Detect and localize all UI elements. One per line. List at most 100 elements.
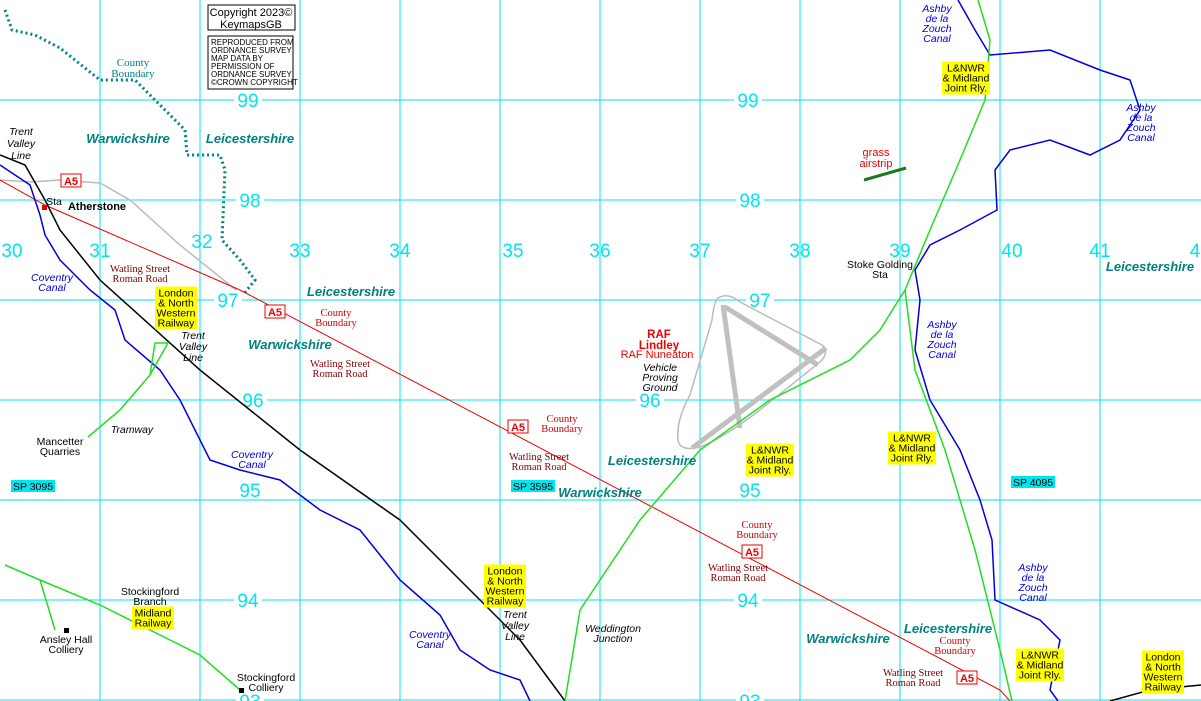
svg-text:SP 3595: SP 3595 xyxy=(513,481,553,493)
os-notice-line: ORDNANCE SURVEY xyxy=(211,70,292,79)
label-line: Canal xyxy=(1127,132,1155,144)
label-line: Stockingford xyxy=(237,672,296,684)
label-line: County xyxy=(742,520,774,531)
grid-reference: SP 4095 xyxy=(1011,476,1055,489)
northing-label: 93 xyxy=(739,692,760,701)
copyright-line: KeymapsGB xyxy=(220,19,282,31)
grid-reference: SP 3595 xyxy=(511,480,555,493)
label-line: Ashby xyxy=(926,319,957,331)
label-line: Watling Street xyxy=(509,452,569,463)
label-line: Ashby xyxy=(921,3,952,15)
label-line: Ansley Hall xyxy=(40,634,93,646)
label-line: L&NWR xyxy=(947,63,985,75)
county-label: Warwickshire xyxy=(86,131,170,146)
os-notice-box: REPRODUCED FROM ORDNANCE SURVEY MAP DATA… xyxy=(207,35,298,90)
easting-label: 37 xyxy=(689,241,710,262)
label-line: Canal xyxy=(923,33,951,45)
os-notice-line: PERMISSION OF xyxy=(211,62,275,71)
label-line: Coventry xyxy=(31,272,74,284)
easting-label: 33 xyxy=(289,241,310,262)
easting-label: 30 xyxy=(1,241,22,262)
label-line: Joint Rly. xyxy=(1019,670,1061,682)
svg-text:A5: A5 xyxy=(64,176,78,188)
easting-label: 4 xyxy=(1190,241,1201,262)
copyright-box: Copyright 2023© KeymapsGB xyxy=(207,4,296,31)
grass-airstrip xyxy=(863,166,907,182)
label-line: Warwickshire xyxy=(806,631,890,646)
easting-label: 34 xyxy=(389,241,411,262)
easting-label: 32 xyxy=(191,232,212,253)
label-line: Zouch xyxy=(926,339,956,351)
label-line: Branch xyxy=(133,596,166,608)
northing-label: 97 xyxy=(217,291,238,312)
label-line: Western xyxy=(486,586,525,598)
label-line: Atherstone xyxy=(68,201,126,213)
label-line: L&NWR xyxy=(1021,650,1059,662)
label-line: County xyxy=(321,308,353,319)
a5-road-shield: A5 xyxy=(507,419,529,434)
a5-road xyxy=(0,179,1011,701)
station-label: Sta xyxy=(46,196,62,208)
label-line: Canal xyxy=(928,349,956,361)
label-line: Watling Street xyxy=(708,563,768,574)
svg-text:SP 4095: SP 4095 xyxy=(1013,477,1053,489)
easting-label: 31 xyxy=(89,241,110,262)
county-label: Leicestershire xyxy=(206,131,294,146)
northing-label: 95 xyxy=(239,481,260,502)
northing-label: 98 xyxy=(239,191,260,212)
label-line: Leicestershire xyxy=(608,453,696,468)
label-line: Roman Road xyxy=(710,573,766,584)
a5-road-shield: A5 xyxy=(264,304,286,319)
label-line: airstrip xyxy=(859,158,892,170)
easting-label: 39 xyxy=(889,241,910,262)
label-line: Valley xyxy=(7,138,36,150)
label-line: Watling Street xyxy=(110,264,170,275)
label-line: Joint Rly. xyxy=(891,453,933,465)
label-line: Proving xyxy=(642,372,678,384)
label-line: Canal xyxy=(238,459,266,471)
label-line: Watling Street xyxy=(883,668,943,679)
svg-text:SP 3095: SP 3095 xyxy=(13,481,53,493)
county-label: Leicestershire xyxy=(1106,259,1194,274)
os-notice-line: ©CROWN COPYRIGHT xyxy=(211,78,298,87)
label-line: Quarries xyxy=(40,446,80,458)
label-line: Roman Road xyxy=(312,369,368,380)
northing-label: 99 xyxy=(737,91,758,112)
label-line: RAF xyxy=(647,329,671,341)
os-notice-line: REPRODUCED FROM xyxy=(211,38,294,47)
northing-label: 94 xyxy=(737,591,759,612)
label-line: & North xyxy=(158,298,194,310)
label-line: Canal xyxy=(416,639,444,651)
label-line: Ashby xyxy=(1125,102,1156,114)
label-line: Line xyxy=(183,352,203,364)
svg-text:A5: A5 xyxy=(960,673,974,685)
easting-label: 35 xyxy=(502,241,523,262)
label-line: & North xyxy=(487,576,523,588)
label-line: Warwickshire xyxy=(86,131,170,146)
label-line: Boundary xyxy=(111,68,155,80)
label-line: Coventry xyxy=(409,629,452,641)
easting-label: 38 xyxy=(789,241,810,262)
label-line: Lindley xyxy=(639,340,680,352)
label-line: Trent xyxy=(503,609,528,621)
label-line: Weddington xyxy=(585,623,641,635)
label-line: Roman Road xyxy=(511,462,567,473)
label-line: Canal xyxy=(1019,592,1047,604)
label-line: Joint Rly. xyxy=(945,83,987,95)
